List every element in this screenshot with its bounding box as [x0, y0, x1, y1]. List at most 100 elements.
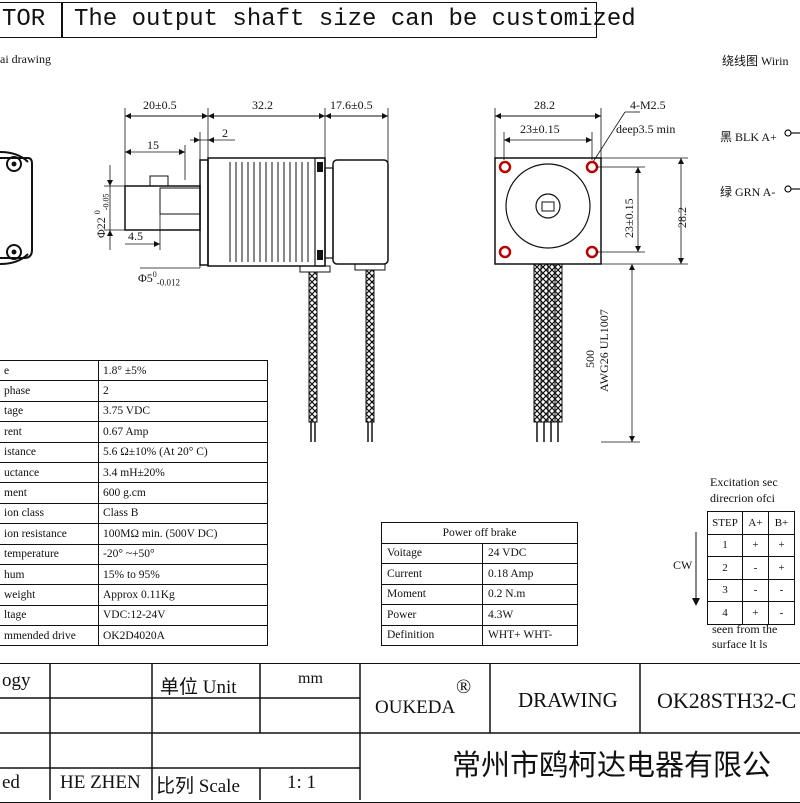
dim-key-length: 15 [147, 138, 159, 152]
excitation-header: A+ [742, 511, 769, 535]
excitation-row: 3-- [707, 578, 795, 602]
excitation-title-2: direcrion ofci [710, 491, 775, 505]
spec-label: e [0, 359, 99, 382]
excitation-note-2: surface lt ls [712, 637, 768, 651]
excitation-title-1: Excitation sec [710, 475, 778, 489]
brake-value: 0.18 Amp [482, 563, 578, 585]
title-block-unit-label: 单位 Unit [160, 677, 237, 698]
front-view-drawing [494, 108, 688, 443]
left-partial-view [0, 151, 33, 265]
spec-value: 3.75 VDC [98, 400, 268, 423]
excitation-cell: 3 [707, 578, 743, 602]
dim-wire-spec: AWG26 UL1007 [597, 309, 611, 392]
cw-label: CW [673, 558, 693, 572]
spec-label: ltage [0, 604, 99, 627]
dim-shaft-small-sub: -0.012 [156, 277, 181, 288]
brake-label: Power [381, 604, 483, 626]
wiring-caption: 绕线图 Wirin [722, 54, 789, 68]
dim-front-height: 28.2 [675, 207, 689, 228]
excitation-cell: + [742, 601, 769, 625]
dim-shaft-small-diameter: Φ50-0.012 [138, 270, 180, 287]
spec-value: 3.4 mH±20% [98, 461, 268, 484]
spec-label: rent [0, 421, 99, 443]
spec-label: weight [0, 584, 99, 606]
title-block-drawing: DRAWING [518, 688, 618, 712]
spec-value: 15% to 95% [98, 563, 268, 586]
dim-shaft-diameter: Φ22 0-0.05 [93, 194, 110, 238]
excitation-cell: + [742, 533, 769, 557]
excitation-cell: + [768, 556, 795, 580]
brake-title: Power off brake [381, 522, 578, 544]
left-view-caption: ai drawing [0, 52, 51, 66]
spec-label: tage [0, 400, 99, 423]
dim-brake-length: 17.6±0.5 [330, 98, 373, 112]
header-right-box [62, 2, 597, 38]
header-title: The output shaft size can be customized [74, 6, 636, 33]
spec-label: ion class [0, 502, 99, 525]
dim-shaft-diameter-main: Φ22 [94, 217, 108, 238]
company-name: 常州市鸥柯达电器有限公 [452, 750, 772, 782]
excitation-cell: - [768, 601, 795, 625]
dim-front-hole-spacing: 23±0.15 [520, 122, 560, 136]
title-block-logy: ogy [2, 670, 31, 691]
brake-value: 4.3W [482, 604, 578, 626]
side-view-drawing [104, 108, 389, 442]
dim-lead-length: 500 [583, 350, 597, 368]
spec-label: hum [0, 563, 99, 586]
spec-value: 5.6 Ω±10% (At 20° C) [98, 441, 268, 463]
spec-value: Class B [98, 502, 268, 525]
brake-value: 24 VDC [482, 542, 578, 564]
dim-front-width: 28.2 [534, 98, 555, 112]
excitation-row: 2-+ [707, 556, 795, 580]
excitation-cell: - [742, 556, 769, 580]
spec-label: ion resistance [0, 523, 99, 545]
brake-label: Current [381, 563, 483, 585]
title-block-approved: ed [2, 772, 20, 793]
title-block-unit-value: mm [298, 670, 323, 687]
company-brand-registered: ® [456, 676, 472, 698]
excitation-cell: - [742, 578, 769, 602]
spec-value: 100MΩ min. (500V DC) [98, 523, 268, 545]
excitation-cell: 2 [707, 556, 743, 580]
excitation-header: STEP [707, 511, 743, 535]
excitation-cell: + [768, 533, 795, 557]
brake-value: 0.2 N.m [482, 583, 578, 605]
spec-label: phase [0, 380, 99, 402]
excitation-cell: 1 [707, 533, 743, 557]
spec-label: mmended drive [0, 625, 99, 647]
dim-shaft-diameter-sub: -0.05 [101, 193, 111, 211]
spec-row: temperature-20° ~+50° [0, 543, 268, 565]
wiring-lines [784, 129, 800, 193]
title-block-grid [0, 663, 800, 800]
excitation-header: B+ [768, 511, 795, 535]
dim-key-width: 4.5 [128, 229, 143, 243]
wiring-a-minus-label: 绿 GRN A- [720, 185, 776, 199]
spec-label: uctance [0, 461, 99, 484]
dim-front-vert-spacing: 23±0.15 [622, 198, 636, 238]
dim-shaft-length: 20±0.5 [143, 98, 177, 112]
dim-shaft-small-main: Φ5 [138, 271, 153, 285]
title-block-scale-label: 比列 Scale [156, 776, 240, 797]
spec-value: -20° ~+50° [98, 543, 268, 565]
dim-shaft-small-sup: 0 [152, 270, 157, 279]
spec-value: 600 g.cm [98, 482, 268, 504]
spec-value: 1.8° ±5% [98, 359, 268, 382]
spec-value: OK2D4020A [98, 625, 268, 647]
wiring-a-plus-label: 黑 BLK A+ [720, 130, 777, 144]
title-block-model: OK28STH32-C [657, 688, 797, 713]
